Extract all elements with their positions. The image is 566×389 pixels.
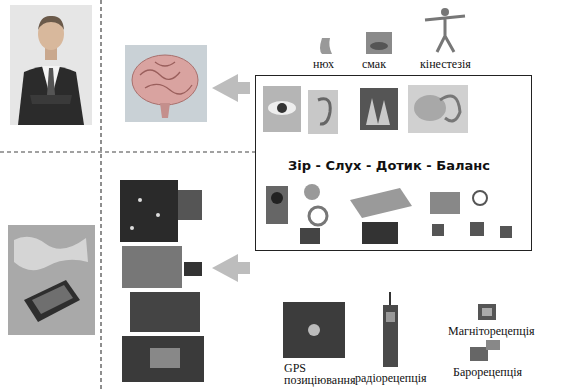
photo-ground bbox=[366, 32, 392, 54]
chip bbox=[432, 224, 444, 236]
brain-stem bbox=[160, 103, 170, 118]
radio-screen bbox=[386, 312, 395, 322]
block-arrow bbox=[212, 74, 250, 102]
brain-folds bbox=[140, 62, 192, 94]
canal bbox=[440, 96, 460, 121]
device-image bbox=[178, 190, 202, 220]
chip bbox=[478, 304, 496, 320]
crossed-arms bbox=[30, 95, 72, 104]
dot bbox=[138, 198, 142, 202]
sense-label: кінестезія bbox=[420, 58, 471, 70]
device-image bbox=[122, 246, 182, 288]
block-arrow bbox=[212, 254, 250, 282]
sense-label: радіорецепція bbox=[355, 372, 427, 384]
device-part bbox=[150, 348, 180, 368]
eye-photo bbox=[263, 86, 301, 132]
gps-photo bbox=[283, 302, 345, 358]
senses-images bbox=[263, 85, 468, 134]
eye bbox=[268, 101, 296, 115]
sense-label: смак bbox=[362, 58, 386, 70]
photo-ground bbox=[125, 45, 207, 122]
senses-heading: Зір - Слух - Дотик - Баланс bbox=[288, 158, 490, 173]
sense-label: нюх bbox=[313, 58, 334, 70]
device-image bbox=[122, 336, 204, 382]
ear bbox=[318, 99, 330, 124]
sensor-board bbox=[430, 192, 460, 214]
divider-line bbox=[100, 0, 101, 389]
shirt bbox=[42, 66, 60, 100]
speaker bbox=[309, 207, 327, 225]
microphone bbox=[304, 184, 320, 200]
phone bbox=[24, 280, 80, 322]
photo-ground bbox=[8, 225, 95, 335]
devices-collage bbox=[120, 180, 204, 382]
radio-body bbox=[383, 305, 398, 367]
hand-photo bbox=[360, 88, 398, 130]
gps-marker bbox=[308, 324, 320, 336]
keypad bbox=[362, 222, 398, 244]
antenna bbox=[389, 292, 391, 305]
sense-label: Магніторецепція bbox=[448, 325, 535, 337]
fan bbox=[473, 191, 487, 205]
pupil bbox=[277, 103, 287, 113]
mouth bbox=[370, 42, 388, 50]
radio-device bbox=[383, 292, 398, 367]
chip bbox=[486, 340, 500, 350]
sense-box: Зір - Слух - Дотик - Баланс bbox=[255, 75, 532, 251]
nose-icon bbox=[320, 38, 332, 54]
photo-ground bbox=[283, 302, 345, 358]
phone-screen bbox=[32, 285, 73, 314]
chip bbox=[470, 347, 488, 361]
sense-label: Барорецепція bbox=[453, 366, 522, 378]
dot bbox=[156, 213, 160, 217]
hair bbox=[38, 16, 64, 30]
chip-die bbox=[482, 308, 492, 316]
person-photo bbox=[10, 5, 92, 125]
divider-line bbox=[0, 151, 258, 152]
baro-icon bbox=[470, 340, 500, 361]
sensor-images bbox=[266, 184, 512, 244]
hand bbox=[366, 98, 390, 125]
satellite-image bbox=[130, 292, 200, 332]
nose bbox=[320, 38, 332, 54]
lens bbox=[271, 192, 283, 204]
brain bbox=[132, 55, 198, 105]
magnet-icon bbox=[478, 304, 496, 320]
figure-head bbox=[441, 8, 449, 16]
mouth-icon bbox=[366, 32, 392, 54]
balance-photo bbox=[408, 85, 468, 133]
figure-body bbox=[425, 16, 465, 52]
photo-ground bbox=[10, 5, 92, 125]
device-image bbox=[184, 262, 202, 276]
kinesthesia-figure bbox=[425, 8, 465, 52]
brain-photo bbox=[125, 45, 207, 122]
touch-pad bbox=[350, 188, 412, 218]
ear-photo bbox=[308, 90, 338, 134]
suit bbox=[18, 66, 84, 125]
chip bbox=[470, 222, 484, 236]
sense-label: GPS позиціювання bbox=[284, 362, 366, 386]
network-photo bbox=[8, 225, 95, 335]
camera-module bbox=[266, 186, 288, 224]
chip bbox=[500, 226, 512, 238]
dot bbox=[130, 226, 134, 230]
world-map bbox=[14, 237, 88, 270]
chip bbox=[300, 228, 320, 244]
network-image bbox=[120, 180, 178, 242]
